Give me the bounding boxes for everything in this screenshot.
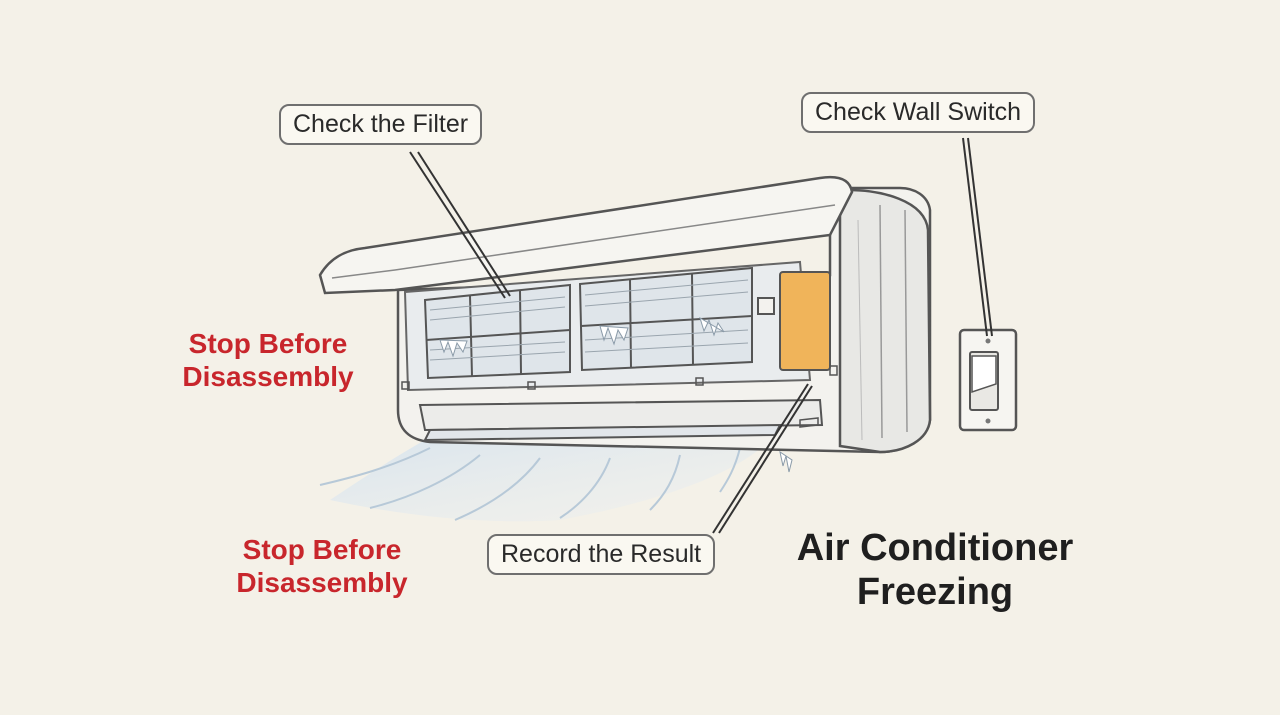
filter-leader-line-2 [409, 151, 506, 299]
check-wall-switch-callout: Check Wall Switch [801, 92, 1036, 133]
warning-line-2: Disassembly [182, 361, 354, 392]
warning-line-2: Disassembly [236, 567, 408, 598]
filter-grid-right [578, 266, 753, 372]
warning-line-1: Stop Before [188, 328, 348, 359]
diagram-title: Air Conditioner Freezing [770, 526, 1100, 614]
switch-leader-line [962, 137, 988, 337]
filter-leader-line [417, 151, 511, 297]
record-result-callout: Record the Result [487, 534, 716, 575]
switch-leader-line-2 [967, 137, 993, 337]
cold-airflow-icon [319, 440, 770, 522]
air-conditioner-unit-icon [318, 175, 932, 473]
record-leader-line [712, 383, 809, 534]
check-filter-callout: Check the Filter [279, 104, 483, 145]
title-line-2: Freezing [856, 571, 1014, 613]
record-leader-line-2 [718, 385, 813, 534]
stop-before-disassembly-label-2: Stop Before Disassembly [222, 533, 422, 599]
stop-before-disassembly-label: Stop Before Disassembly [168, 327, 368, 393]
filter-grid-left [423, 283, 571, 380]
warning-line-1: Stop Before [242, 534, 402, 565]
wall-switch-icon [958, 328, 1018, 432]
title-line-1: Air Conditioner [796, 527, 1074, 569]
control-panel-highlight [779, 271, 831, 371]
leader-lines [409, 137, 993, 534]
